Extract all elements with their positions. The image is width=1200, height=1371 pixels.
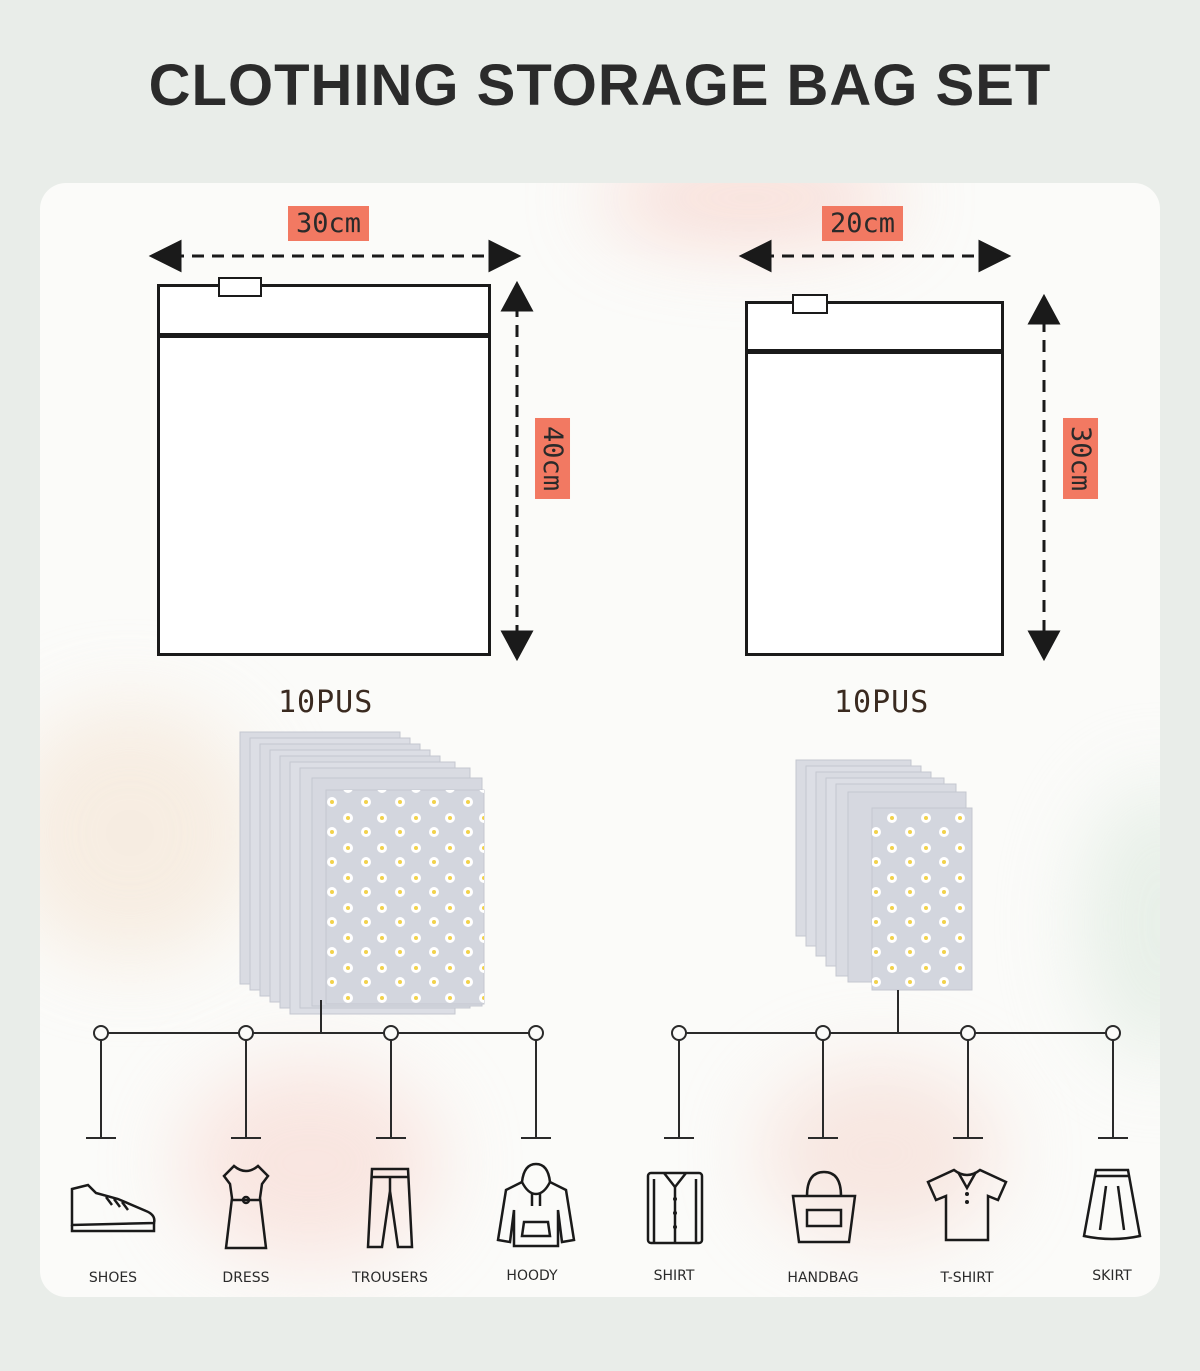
item-label-handbag: HANDBAG — [787, 1270, 859, 1286]
tshirt-icon — [926, 1168, 1008, 1242]
item-label-shirt: SHIRT — [653, 1268, 695, 1284]
item-label-shoes: SHOES — [88, 1270, 138, 1286]
skirt-icon — [1082, 1168, 1142, 1241]
large-bag-seal — [160, 333, 488, 338]
connector-tree — [86, 990, 1128, 1139]
hoody-icon — [496, 1162, 576, 1248]
handbag-icon — [791, 1170, 857, 1244]
trousers-icon — [366, 1167, 414, 1249]
large-bag-width-tag: 30cm — [288, 206, 370, 241]
large-bag-zip-tab — [218, 277, 262, 297]
small-bag-width-tag: 20cm — [822, 206, 904, 241]
item-label-tshirt: T-SHIRT — [940, 1270, 994, 1286]
item-label-dress: DRESS — [222, 1270, 270, 1286]
small-bag-stack — [795, 759, 973, 991]
large-bag-stack — [239, 731, 485, 1015]
large-bag-height-tag: 40cm — [535, 417, 571, 500]
small-bag-height-tag: 30cm — [1063, 417, 1099, 500]
shirt-icon — [646, 1171, 704, 1245]
item-label-hoody: HOODY — [506, 1268, 558, 1284]
small-bag-seal — [748, 349, 1001, 354]
page-title: CLOTHING STORAGE BAG SET — [148, 53, 1052, 118]
item-label-skirt: SKIRT — [1092, 1268, 1132, 1284]
small-bag-count: 10PUS — [834, 685, 930, 720]
dress-icon — [222, 1164, 270, 1250]
small-bag-diagram — [745, 294, 1004, 656]
shoe-icon — [70, 1183, 156, 1233]
item-label-trousers: TROUSERS — [352, 1270, 428, 1286]
large-bag-diagram — [157, 277, 491, 656]
small-bag-zip-tab — [792, 294, 828, 314]
large-bag-count: 10PUS — [278, 685, 374, 720]
